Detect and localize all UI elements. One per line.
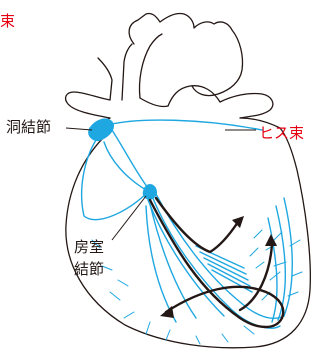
purkinje-fibers-left — [92, 240, 254, 344]
vena-cava-outline — [66, 58, 112, 118]
conduction-system — [82, 119, 302, 344]
internodal-tract-2 — [104, 142, 146, 190]
left-atrium-outline — [140, 98, 168, 107]
aorta-inner-curve — [139, 34, 162, 98]
leader-sa — [66, 128, 92, 130]
arrowhead-right-up — [265, 234, 277, 246]
av-node-label-line1: 房室 — [74, 238, 104, 257]
fan-line-2 — [200, 252, 246, 274]
vena-cava-inner — [122, 44, 132, 100]
leader-lines — [66, 128, 256, 240]
sa-node-label: 洞結節 — [6, 118, 51, 137]
sa-node — [89, 119, 113, 140]
right-branch-3 — [268, 218, 277, 322]
his-bundle-line — [112, 120, 262, 130]
aorta-outline — [129, 13, 232, 44]
corner-label-fragment: 束 — [0, 12, 15, 31]
pulmonary-artery-outline — [168, 86, 273, 118]
his-bundle-label: ヒス束 — [259, 124, 304, 143]
av-node-label-line2: 結節 — [74, 260, 104, 279]
heart-outline — [66, 13, 311, 347]
arrowhead-left-down — [160, 306, 174, 318]
fan-line-3 — [204, 258, 248, 280]
arrow-path-up-right — [240, 244, 272, 310]
arrow-path-up-mid — [156, 198, 238, 252]
bundle-branch-2 — [156, 194, 284, 318]
leader-av — [112, 196, 146, 240]
bundle-branch-5 — [146, 206, 176, 322]
